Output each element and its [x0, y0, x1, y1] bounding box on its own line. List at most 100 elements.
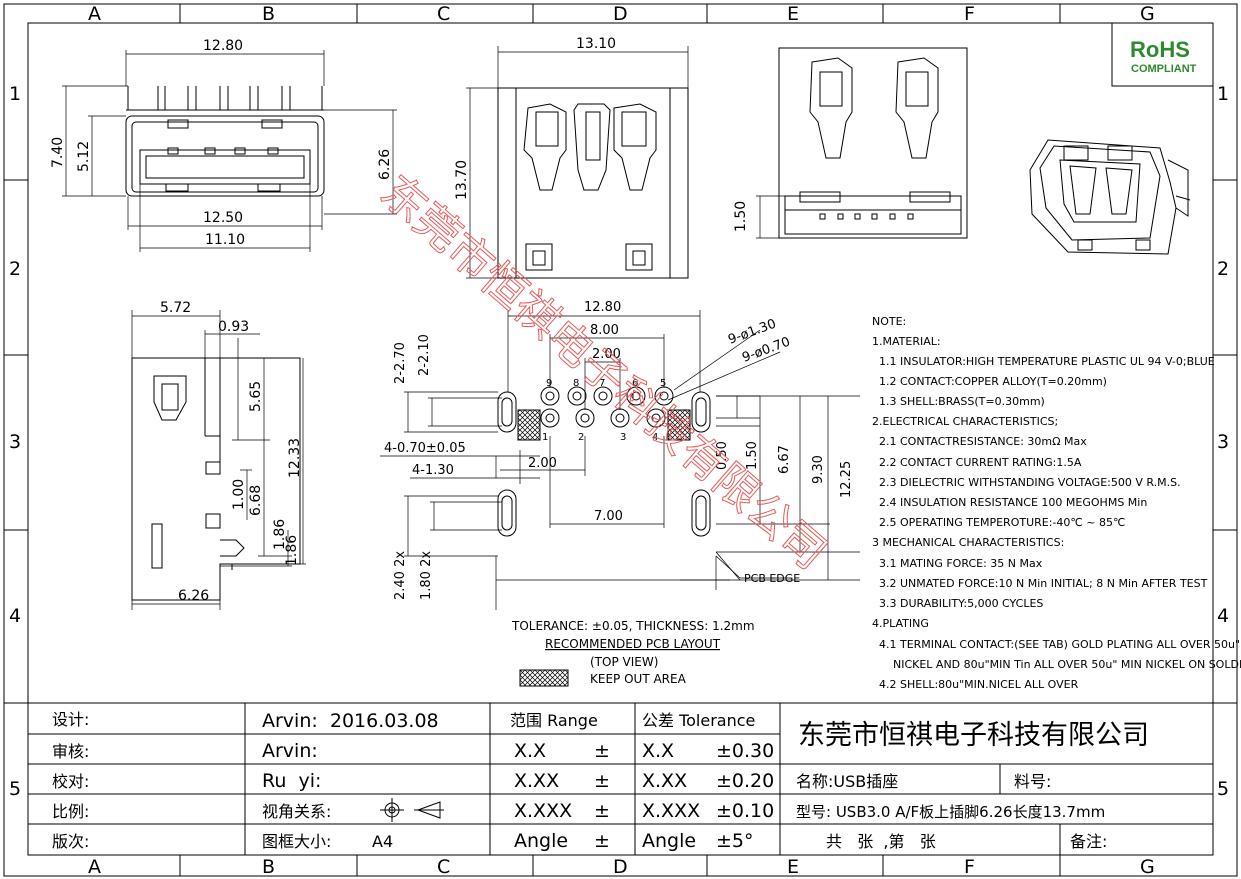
range-header: 范围 Range	[510, 711, 598, 730]
front-view: 12.80 12.50 11.10 7.40 5.12 6.26	[50, 38, 397, 252]
dim-pcb-8-00: 8.00	[590, 323, 619, 338]
col-label-g-bottom: G	[1140, 856, 1155, 878]
dim-pcb-1-80: 1.80 2x	[419, 551, 434, 600]
col-label-b-bottom: B	[262, 856, 275, 878]
dim-side-1-00: 1.00	[231, 479, 247, 510]
tol-row-1: X.X	[642, 740, 674, 762]
note-line: NICKEL AND 80u"MIN Tin ALL OVER 50u" MIN…	[872, 658, 1241, 671]
dim-pcb-4-0-70: 4-0.70±0.05	[384, 441, 466, 456]
pm-4: ±	[594, 830, 610, 852]
pcb-edge-label: PCB EDGE	[744, 572, 800, 585]
note-line: 1.2 CONTACT:COPPER ALLOY(T=0.20mm)	[872, 375, 1107, 388]
row-label-1-right: 1	[1217, 83, 1229, 105]
tol-row-4: Angle	[642, 830, 696, 852]
tolerance-note: TOLERANCE: ±0.05, THICKNESS: 1.2mm	[511, 619, 755, 633]
tol-row-3: X.XXX	[642, 800, 700, 822]
col-label-c-bottom: C	[437, 856, 450, 878]
dim-pcb-2-00-top: 2.00	[592, 347, 621, 362]
col-label-e-bottom: E	[787, 856, 799, 878]
dim-side-0-93: 0.93	[218, 319, 249, 335]
note-line: 3.1 MATING FORCE: 35 N Max	[872, 557, 1043, 570]
rohs-badge: RoHS COMPLIANT	[1111, 22, 1214, 87]
frame-label: 图框大小:	[262, 832, 331, 851]
note-line: 3.2 UNMATED FORCE:10 N Min INITIAL; 8 N …	[872, 577, 1208, 590]
range-row-2: X.XX	[514, 770, 559, 792]
row-label-4: 4	[9, 605, 21, 627]
note-line: 4.2 SHELL:80u"MIN.NICEL ALL OVER	[872, 678, 1079, 691]
check-value: Ru yi:	[262, 770, 321, 792]
dim-pcb-4-1-30: 4-1.30	[412, 463, 454, 478]
scale-label: 比例:	[52, 802, 89, 821]
pcb-layout: 12.80 8.00 2.00 9-ø1.30 9-ø0.70 2-2.70 2…	[380, 300, 860, 687]
col-label-g: G	[1140, 3, 1155, 25]
rohs-text: RoHS	[1130, 37, 1190, 62]
sheets-text: 共 张 ,第 张	[826, 832, 936, 851]
pin-label-2: 2	[578, 432, 584, 443]
remark-label: 备注:	[1070, 832, 1107, 851]
range-row-4: Angle	[514, 830, 568, 852]
note-line: 3 MECHANICAL CHARACTERISTICS:	[872, 536, 1064, 549]
pin-label-8: 8	[573, 378, 579, 389]
frame-value: A4	[372, 832, 393, 851]
col-label-a-bottom: A	[88, 856, 101, 878]
projection-symbol-icon	[380, 798, 444, 822]
dim-front-5-12: 5.12	[76, 141, 92, 172]
pcb-layout-title: RECOMMENDED PCB LAYOUT	[545, 637, 721, 651]
tolerance-header: 公差 Tolerance	[642, 711, 755, 730]
dim-pcb-7-00: 7.00	[594, 509, 623, 524]
row-label-2: 2	[9, 258, 21, 280]
view-label: 视角关系:	[262, 802, 331, 821]
compliant-text: COMPLIANT	[1131, 63, 1197, 75]
note-line: 1.MATERIAL:	[872, 335, 941, 348]
note-line: 1.3 SHELL:BRASS(T=0.30mm)	[872, 395, 1045, 408]
border-frame: A B C D E F G A B C D E F G 1 2 3 4 5 1 …	[3, 3, 1238, 878]
dim-pcb-12-80: 12.80	[584, 300, 621, 315]
note-line: 3.3 DURABILITY:5,000 CYCLES	[872, 597, 1043, 610]
col-label-e: E	[787, 3, 799, 25]
dim-side-1-86-b: 1.86	[284, 535, 300, 566]
review-value: Arvin:	[262, 740, 318, 762]
dim-pcb-2-2-70: 2-2.70	[393, 342, 408, 384]
pin-label-6: 6	[632, 378, 638, 389]
dim-side-5-72: 5.72	[160, 300, 191, 316]
dim-side-5-65: 5.65	[248, 381, 264, 412]
pm-2: ±	[594, 770, 610, 792]
pcb-top-view-label: (TOP VIEW)	[590, 655, 658, 669]
dim-front-6-26: 6.26	[377, 149, 393, 180]
dim-pcb-2-00-mid: 2.00	[528, 456, 557, 471]
tol-val-3: ±0.10	[716, 800, 774, 822]
note-line: 4.1 TERMINAL CONTACT:(SEE TAB) GOLD PLAT…	[872, 638, 1241, 651]
row-label-4-right: 4	[1217, 605, 1229, 627]
col-label-c: C	[437, 3, 450, 25]
side-profile-view: 5.72 0.93 5.65 12.33 1.00 6.68 1.86 1.86…	[131, 300, 306, 610]
note-line: 2.3 DIELECTRIC WITHSTANDING VOLTAGE:500 …	[872, 476, 1181, 489]
title-block: 设计: Arvin: 2016.03.08 审核: Arvin: 校对: Ru …	[27, 702, 1214, 856]
col-label-f-bottom: F	[964, 856, 975, 878]
pin-label-4: 4	[652, 432, 658, 443]
note-line: 2.4 INSULATION RESISTANCE 100 MEGOHMS Mi…	[872, 496, 1147, 509]
pm-3: ±	[594, 800, 610, 822]
note-line: 2.1 CONTACTRESISTANCE: 30mΩ Max	[872, 435, 1087, 448]
range-row-1: X.X	[514, 740, 546, 762]
company-name: 东莞市恒祺电子科技有限公司	[798, 720, 1149, 751]
col-label-f: F	[964, 3, 975, 25]
dim-side-12-33: 12.33	[287, 438, 303, 478]
dim-front-12-80: 12.80	[203, 38, 243, 54]
part-number-label: 料号:	[1014, 772, 1051, 791]
pin-label-5: 5	[660, 378, 666, 389]
right-side-view: 1.50	[733, 47, 968, 239]
note-line: 2.2 CONTACT CURRENT RATING:1.5A	[872, 456, 1082, 469]
dim-top-13-10: 13.10	[576, 36, 616, 52]
notes-block: NOTE: 1.MATERIAL: 1.1 INSULATOR:HIGH TEM…	[872, 315, 1241, 691]
part-name: 名称:USB插座	[796, 772, 898, 791]
range-row-3: X.XXX	[514, 800, 572, 822]
top-view: 13.10 13.70	[454, 36, 689, 279]
dim-pcb-2-40: 2.40 2x	[393, 551, 408, 600]
col-label-d: D	[613, 3, 628, 25]
col-label-a: A	[88, 3, 101, 25]
dim-side-6-26: 6.26	[178, 588, 209, 604]
check-label: 校对:	[52, 772, 89, 791]
keep-out-legend-swatch	[519, 669, 569, 687]
dim-front-7-40: 7.40	[50, 137, 66, 168]
